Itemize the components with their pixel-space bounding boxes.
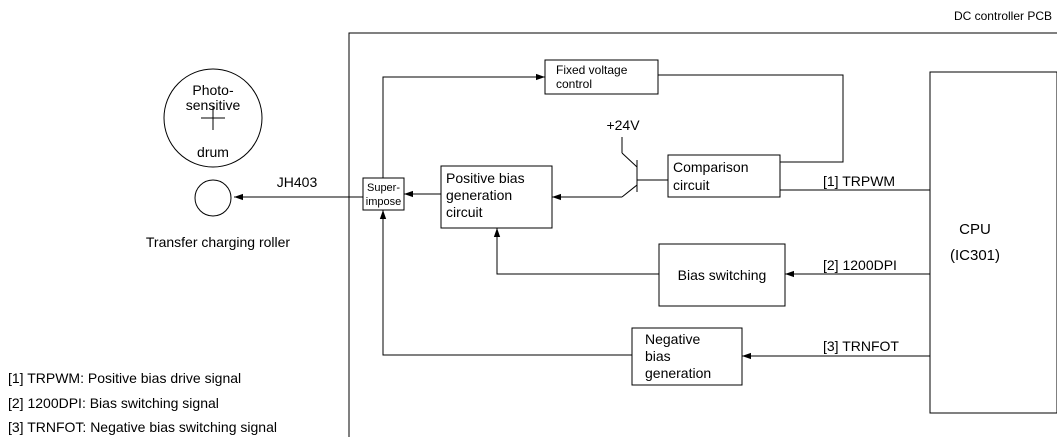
roller-label: Transfer charging roller <box>146 234 291 250</box>
fixed-voltage-line2: control <box>556 77 592 91</box>
voltage-label: +24V <box>606 117 640 133</box>
positive-bias-block <box>440 165 553 229</box>
signal-trnfot-label: [3] TRNFOT <box>823 338 899 354</box>
cpu-line1: CPU <box>959 221 991 238</box>
transistor-symbol <box>621 137 668 198</box>
negative-bias-line2: bias <box>645 348 671 364</box>
comparison-line2: circuit <box>673 177 710 193</box>
comparison-circuit-block <box>667 154 781 198</box>
pcb-label: DC controller PCB <box>954 9 1052 23</box>
signal-trpwm-label: [1] TRPWM <box>823 173 895 189</box>
drum-label-line1: Photo- <box>192 82 234 98</box>
drum-label-line2: sensitive <box>186 97 241 113</box>
feedback-line <box>382 73 545 178</box>
legend-item-3: [3] TRNFOT: Negative bias switching sign… <box>8 419 277 435</box>
negative-bias-to-superimpose-line <box>379 210 632 356</box>
comparison-line1: Comparison <box>673 159 748 175</box>
positive-bias-line1: Positive bias <box>446 170 525 186</box>
negative-bias-line3: generation <box>645 365 711 381</box>
superimpose-line2: impose <box>366 196 401 208</box>
negative-bias-line1: Negative <box>645 331 700 347</box>
bias-switching-block <box>658 243 786 307</box>
bias-switching-to-positive-bias-line <box>493 228 659 275</box>
fixed-voltage-line1: Fixed voltage <box>556 63 628 77</box>
transfer-charging-roller <box>194 179 232 217</box>
pcb-border <box>348 32 1057 437</box>
positive-bias-line3: circuit <box>446 204 483 220</box>
photosensitive-drum: Photo- sensitive drum <box>163 68 263 168</box>
superimpose-line1: Super- <box>367 182 400 194</box>
negative-bias-block <box>631 327 743 386</box>
positive-bias-line2: generation <box>446 187 512 203</box>
superimpose-block <box>362 177 405 211</box>
signal-1200dpi-label: [2] 1200DPI <box>823 257 897 273</box>
drum-label-line3: drum <box>197 144 229 160</box>
fixed-voltage-control-block <box>544 59 659 95</box>
bias-switching-label: Bias switching <box>678 267 767 283</box>
legend-item-2: [2] 1200DPI: Bias switching signal <box>8 395 219 411</box>
cpu-line2: (IC301) <box>950 247 1000 264</box>
connector-label: JH403 <box>277 174 318 190</box>
fixed-voltage-to-comparison-line <box>658 74 844 163</box>
cpu-block <box>929 71 1057 414</box>
legend-item-1: [1] TRPWM: Positive bias drive signal <box>8 370 241 386</box>
